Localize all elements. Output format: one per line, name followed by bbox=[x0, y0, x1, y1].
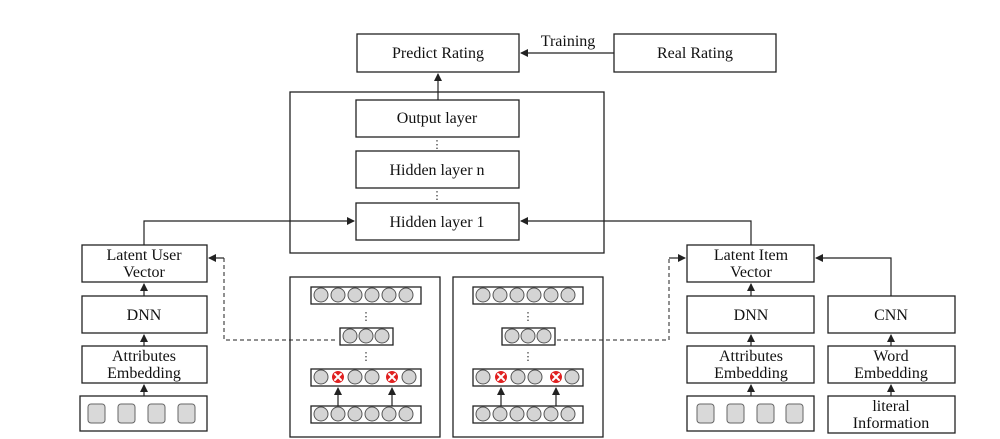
dropout-x-icon bbox=[549, 370, 563, 384]
ellipsis-icon: ⋮ bbox=[361, 350, 372, 363]
user-autoencoder-frame: ⋮ ⋮ bbox=[289, 276, 441, 438]
ellipsis-icon: ⋮ bbox=[432, 138, 443, 151]
real-rating-label: Real Rating bbox=[657, 45, 733, 62]
latent-user-vector-line1: Latent User bbox=[106, 247, 182, 264]
attributes-embedding-item-line2: Embedding bbox=[714, 365, 788, 382]
ellipsis-icon: ⋮ bbox=[523, 350, 534, 363]
dropout-x-icon bbox=[331, 370, 345, 384]
latent-item-vector-line2: Vector bbox=[730, 264, 772, 281]
input-square bbox=[147, 403, 166, 424]
literal-information-line2: Information bbox=[853, 415, 929, 432]
dropout-x-icon bbox=[494, 370, 508, 384]
output-layer-box: Output layer bbox=[355, 99, 520, 138]
word-embedding-line1: Word bbox=[873, 348, 908, 365]
attributes-embedding-user-box: Attributes Embedding bbox=[81, 345, 208, 384]
word-embedding-box: Word Embedding bbox=[827, 345, 956, 384]
hidden-layer-n-box: Hidden layer n bbox=[355, 150, 520, 189]
dnn-user-box: DNN bbox=[81, 295, 208, 334]
user-attribute-inputs bbox=[79, 395, 208, 432]
attributes-embedding-item-line1: Attributes bbox=[719, 348, 783, 365]
mlp-frame bbox=[289, 91, 605, 254]
literal-information-line1: literal bbox=[872, 398, 910, 415]
dropout-x-icon bbox=[385, 370, 399, 384]
attributes-embedding-user-line1: Attributes bbox=[112, 348, 176, 365]
training-label: Training bbox=[541, 33, 596, 50]
cnn-label: CNN bbox=[874, 307, 908, 324]
latent-item-vector-line1: Latent Item bbox=[714, 247, 789, 264]
dnn-user-label: DNN bbox=[127, 307, 162, 324]
word-embedding-line2: Embedding bbox=[854, 365, 928, 382]
ellipsis-icon: ⋮ bbox=[432, 189, 443, 202]
predict-rating-label: Predict Rating bbox=[392, 45, 484, 62]
hidden-layer-1-label: Hidden layer 1 bbox=[389, 214, 484, 231]
latent-user-vector-box: Latent User Vector bbox=[81, 244, 208, 283]
input-square bbox=[696, 403, 715, 424]
item-autoencoder-frame: ⋮ ⋮ bbox=[452, 276, 604, 438]
user-vector-to-hidden-arrow bbox=[143, 217, 355, 245]
node-row bbox=[313, 287, 414, 303]
item-attribute-inputs bbox=[686, 395, 815, 432]
latent-item-vector-box: Latent Item Vector bbox=[686, 244, 815, 283]
input-square bbox=[785, 403, 804, 424]
hidden-layer-n-label: Hidden layer n bbox=[389, 162, 484, 179]
item-vector-to-hidden-arrow bbox=[520, 217, 752, 245]
attributes-embedding-user-line2: Embedding bbox=[107, 365, 181, 382]
literal-information-box: literal Information bbox=[827, 395, 956, 434]
dnn-item-box: DNN bbox=[686, 295, 815, 334]
input-square bbox=[756, 403, 775, 424]
input-square bbox=[726, 403, 745, 424]
predict-rating-box: Predict Rating bbox=[356, 33, 520, 73]
item-dae-link bbox=[557, 257, 685, 341]
output-layer-label: Output layer bbox=[397, 110, 478, 127]
cnn-box: CNN bbox=[827, 295, 956, 334]
cnn-to-item-vector-arrow bbox=[815, 254, 892, 296]
attributes-embedding-item-box: Attributes Embedding bbox=[686, 345, 815, 384]
hidden-layer-1-box: Hidden layer 1 bbox=[355, 202, 520, 241]
input-square bbox=[87, 403, 106, 424]
dnn-item-label: DNN bbox=[734, 307, 769, 324]
input-square bbox=[177, 403, 196, 424]
real-rating-box: Real Rating bbox=[613, 33, 777, 73]
latent-user-vector-line2: Vector bbox=[123, 264, 165, 281]
input-square bbox=[117, 403, 136, 424]
ellipsis-icon: ⋮ bbox=[523, 310, 534, 323]
ellipsis-icon: ⋮ bbox=[361, 310, 372, 323]
